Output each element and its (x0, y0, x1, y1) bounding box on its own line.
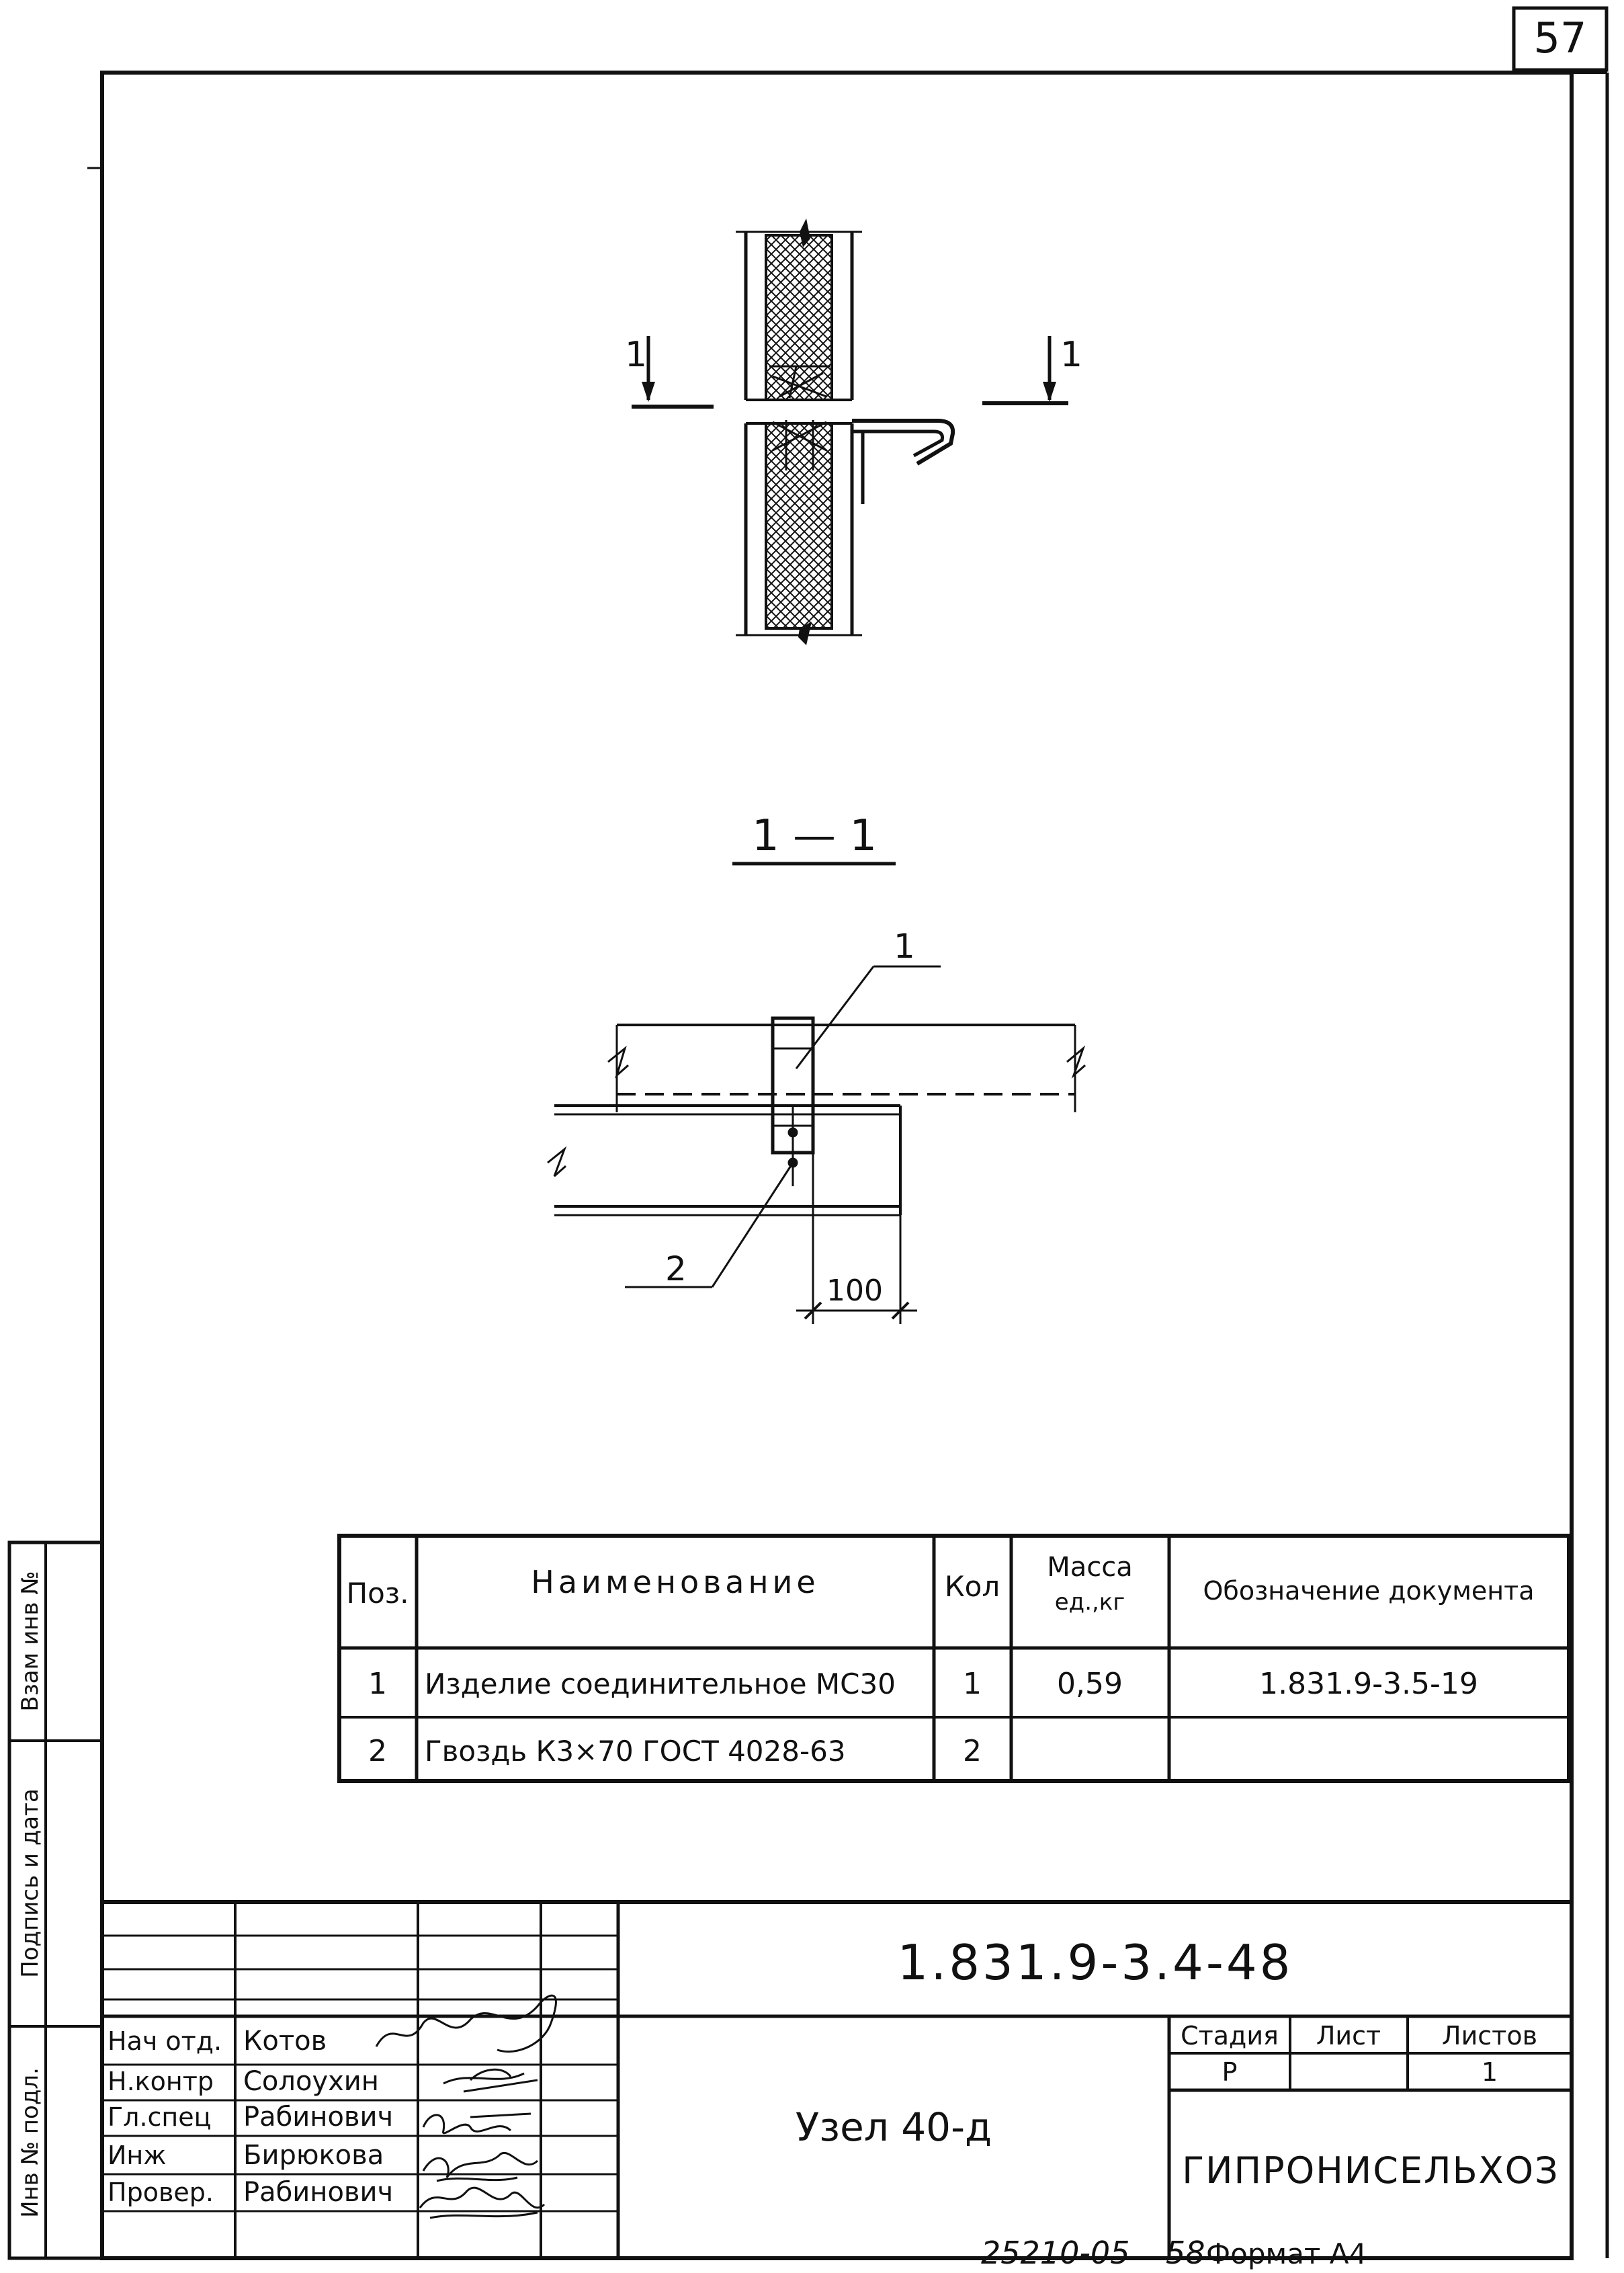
footer-code: 25210-05 (981, 2235, 1129, 2271)
sheets-header: Листов (1442, 2021, 1537, 2051)
stage-value: Р (1222, 2057, 1238, 2087)
stamp-inv-no: Инв № подл. (17, 2067, 44, 2218)
sheet-number-box: 57 (1512, 6, 1609, 72)
name-2: Солоухин (243, 2066, 379, 2097)
sheet-number: 57 (1534, 13, 1587, 63)
row1-name: Изделие соединительное МС30 (425, 1667, 896, 1700)
sheet-frame (87, 71, 1609, 2260)
role-1: Нач отд. (108, 2026, 222, 2056)
row2-qty: 2 (963, 1734, 982, 1768)
footer-format: Формат А4 (1206, 2237, 1367, 2270)
role-4: Инж (108, 2141, 167, 2170)
role-2: Н.контр (108, 2067, 214, 2096)
row1-pos: 1 (368, 1667, 387, 1701)
section-label: 1 — 1 (752, 811, 877, 861)
dimension-100: 100 (826, 1274, 883, 1308)
th-mass-2: ед.,кг (1055, 1589, 1125, 1616)
drawing-title: Узел 40-д (796, 2104, 992, 2150)
stamp-signature-date: Подпись и дата (17, 1788, 44, 1978)
th-qty: Кол (945, 1570, 1000, 1603)
designation: 1.831.9-3.4-48 (898, 1934, 1293, 1991)
th-name: Наименование (531, 1564, 819, 1600)
row1-qty: 1 (963, 1667, 982, 1701)
sheet-header: Лист (1316, 2021, 1381, 2051)
th-pos: Поз. (347, 1577, 409, 1610)
elevation-view: 1 1 (625, 218, 1082, 645)
row1-mass: 0,59 (1057, 1667, 1123, 1701)
row1-doc: 1.831.9-3.5-19 (1259, 1667, 1478, 1701)
name-4: Бирюкова (243, 2140, 384, 2171)
table-row: 2 Гвоздь К3×70 ГОСТ 4028-63 2 (368, 1734, 982, 1768)
table-row: 1 Изделие соединительное МС30 1 0,59 1.8… (368, 1667, 1478, 1701)
name-1: Котов (243, 2026, 327, 2057)
spec-table (337, 1534, 1571, 1783)
name-3: Рабинович (243, 2102, 393, 2133)
section-mark-right: 1 (1060, 335, 1082, 375)
roles-column: Нач отд. Н.контр Гл.спец Инж Провер. (108, 2026, 222, 2207)
organization: ГИПРОНИСЕЛЬХОЗ (1182, 2149, 1559, 2192)
stamp-replaced-inv: Взам инв № (17, 1571, 44, 1711)
th-mass-1: Масса (1047, 1552, 1133, 1583)
section-view (547, 965, 1086, 1324)
stage-header: Стадия (1181, 2021, 1279, 2051)
section-mark-left: 1 (625, 335, 647, 375)
row2-pos: 2 (368, 1734, 387, 1768)
callout-pos1: 1 (894, 927, 915, 966)
names-column: Котов Солоухин Рабинович Бирюкова Рабино… (243, 2026, 393, 2208)
role-3: Гл.спец (108, 2102, 212, 2132)
sheets-value: 1 (1482, 2057, 1498, 2087)
th-doc: Обозначение документа (1203, 1576, 1534, 1606)
section-title: 1 — 1 (732, 811, 896, 866)
role-5: Провер. (108, 2178, 214, 2207)
side-stamp (7, 1540, 104, 2260)
callout-pos2: 2 (665, 1249, 687, 1288)
title-block (102, 1900, 1572, 2258)
signatures (375, 1994, 557, 2219)
footer-page: 58 (1166, 2235, 1205, 2271)
row2-name: Гвоздь К3×70 ГОСТ 4028-63 (425, 1735, 846, 1768)
name-5: Рабинович (243, 2177, 393, 2208)
stage-block: Стадия Лист Листов Р 1 (1181, 2021, 1537, 2087)
